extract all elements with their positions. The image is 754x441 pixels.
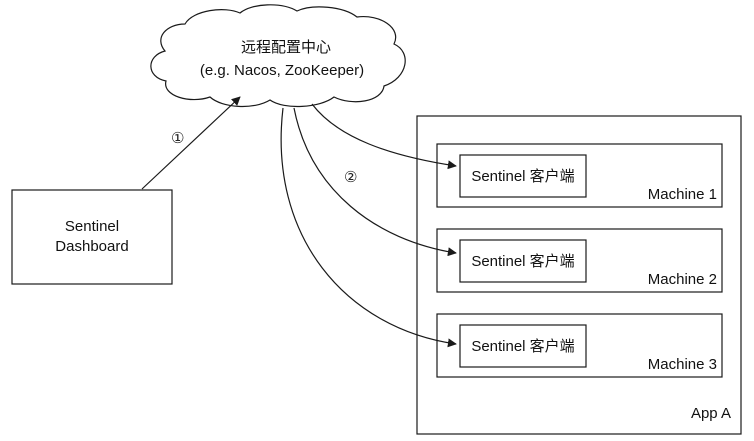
- dashboard-label-line1: Sentinel: [65, 218, 119, 235]
- sentinel-client-1-box: [459, 154, 587, 198]
- cloud-shape: [150, 4, 406, 108]
- sentinel-client-1-label: Sentinel 客户端: [471, 168, 574, 185]
- arrow-config-to-client-3: [280, 107, 457, 348]
- config-center-node: 远程配置中心 (e.g. Nacos, ZooKeeper): [150, 4, 406, 108]
- arrow-config-to-client-2: [293, 107, 457, 257]
- dashboard-label-line2: Dashboard: [55, 238, 128, 255]
- sentinel-client-3-box: [459, 324, 587, 368]
- sentinel-client-2-box: [459, 239, 587, 283]
- machine-2-node: Machine 2 Sentinel 客户端: [436, 228, 723, 293]
- machine-1-node: Machine 1 Sentinel 客户端: [436, 143, 723, 208]
- machine-1-label: Machine 1: [648, 186, 717, 203]
- machine-2-label: Machine 2: [648, 271, 717, 288]
- step-1-marker: ①: [171, 129, 184, 147]
- arrow-dashboard-to-config: [141, 96, 241, 190]
- config-center-subtitle: (e.g. Nacos, ZooKeeper): [200, 62, 364, 79]
- config-center-title: 远程配置中心: [241, 39, 331, 56]
- arrow-config-to-client-1: [311, 103, 457, 170]
- sentinel-client-3-label: Sentinel 客户端: [471, 338, 574, 355]
- machine-3-label: Machine 3: [648, 356, 717, 373]
- sentinel-client-2-label: Sentinel 客户端: [471, 253, 574, 270]
- dashboard-box: [11, 189, 173, 285]
- machine-3-node: Machine 3 Sentinel 客户端: [436, 313, 723, 378]
- app-label: App A: [691, 405, 731, 422]
- dashboard-node: Sentinel Dashboard: [11, 189, 173, 285]
- step-2-marker: ②: [344, 168, 357, 186]
